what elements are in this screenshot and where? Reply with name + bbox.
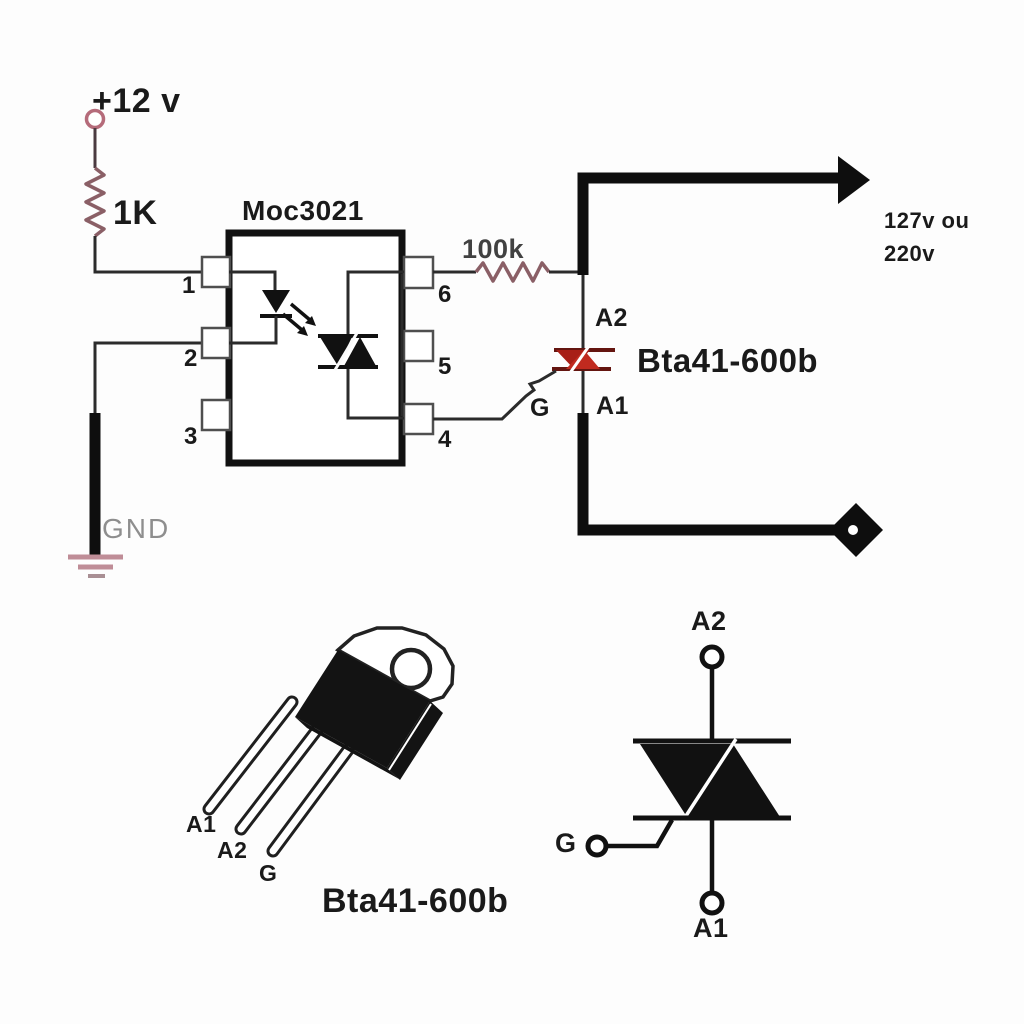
symbol-a2-label: A2 <box>691 606 727 636</box>
resistor-100k-icon <box>474 261 551 283</box>
triac-symbol <box>585 644 791 916</box>
gate-wire <box>433 369 557 421</box>
optocoupler-title: Moc3021 <box>242 195 364 226</box>
pin5-label: 5 <box>438 353 452 380</box>
supply-terminal-icon <box>84 108 106 130</box>
package-body <box>295 650 430 768</box>
package-leads <box>202 695 355 858</box>
symbol-g-label: G <box>555 828 577 858</box>
package-bottom-edge <box>295 717 399 779</box>
package-lead-a2-label: A2 <box>217 837 248 863</box>
resistor-100k-label: 100k <box>462 234 525 264</box>
pin4-stub <box>402 402 435 436</box>
terminal-a1-icon <box>699 890 725 916</box>
wire-to-pin1 <box>93 236 203 274</box>
pin2-label: 2 <box>184 345 198 372</box>
package-lead-g-label: G <box>259 860 278 886</box>
terminal-a2-icon <box>699 644 725 670</box>
arrowhead-top-icon <box>838 156 870 204</box>
load-voltage-line2: 220v <box>884 241 935 266</box>
load-wire-bottom <box>577 413 883 557</box>
ground-icon <box>68 413 123 578</box>
pin6-stub <box>402 255 435 290</box>
pin5-stub <box>402 329 435 363</box>
pin2-stub <box>200 326 232 360</box>
pin4-label: 4 <box>438 426 452 453</box>
terminal-g-icon <box>585 834 609 858</box>
supply-label: +12 v <box>92 82 181 120</box>
load-wire-top <box>577 156 870 275</box>
optocoupler-body <box>200 229 435 467</box>
pin3-label: 3 <box>184 423 198 450</box>
triac-a1-label: A1 <box>596 392 629 420</box>
load-voltage-line1: 127v ou <box>884 208 970 233</box>
resistor-1k-icon <box>84 166 106 238</box>
pin1-label: 1 <box>182 272 196 299</box>
pin6-label: 6 <box>438 281 452 308</box>
triac-gate-label: G <box>530 394 550 422</box>
symbol-gate-wire <box>607 818 674 849</box>
triac-red-icon <box>552 345 615 374</box>
triac-part-label: Bta41-600b <box>637 342 819 379</box>
symbol-a1-label: A1 <box>693 913 729 943</box>
resistor-1k-label: 1K <box>113 194 158 232</box>
package-lead-a1-label: A1 <box>186 811 217 837</box>
wire-to-ground <box>93 341 203 413</box>
package-side <box>387 701 443 780</box>
package-drawing <box>202 626 455 858</box>
ground-label: GND <box>102 513 171 544</box>
light-arrows-icon <box>281 302 316 336</box>
pin3-stub <box>200 398 232 432</box>
triac-a2-label: A2 <box>595 304 628 332</box>
pin1-stub <box>200 255 232 289</box>
mounting-hole-icon <box>389 647 433 691</box>
package-caption: Bta41-600b <box>322 882 509 920</box>
phototriac-icon <box>318 270 404 420</box>
